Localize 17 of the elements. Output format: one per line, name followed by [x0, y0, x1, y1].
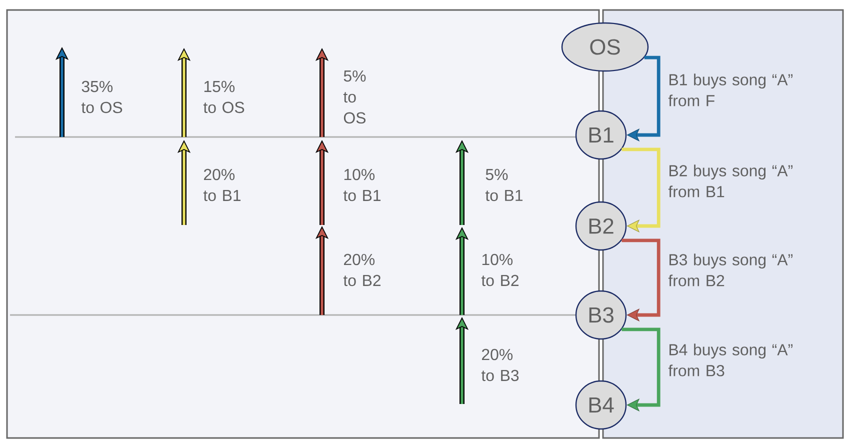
- edge-label: B1 buys song “A” from F: [668, 74, 792, 106]
- percent-label: 5% to B1: [485, 168, 523, 202]
- arrow: [622, 238, 660, 322]
- percent-label: 5% to OS: [343, 70, 366, 124]
- edge-label: B3 buys song “A” from B2: [668, 254, 792, 286]
- arrow: [622, 328, 660, 412]
- percent-label: 20% to B3: [481, 348, 519, 382]
- percent-label: 35% to OS: [81, 80, 122, 114]
- arrow: [626, 56, 660, 142]
- percent-label: 15% to OS: [203, 80, 244, 114]
- arrow: [622, 148, 660, 233]
- percent-label: 20% to B2: [343, 254, 380, 286]
- percent-label: 10% to B2: [481, 254, 518, 286]
- edge-label: B4 buys song “A” from B3: [668, 344, 792, 376]
- edge-label: B2 buys song “A” from B1: [668, 164, 792, 198]
- percent-label: 10% to B1: [343, 168, 381, 202]
- percent-label: 20% to B1: [203, 168, 241, 202]
